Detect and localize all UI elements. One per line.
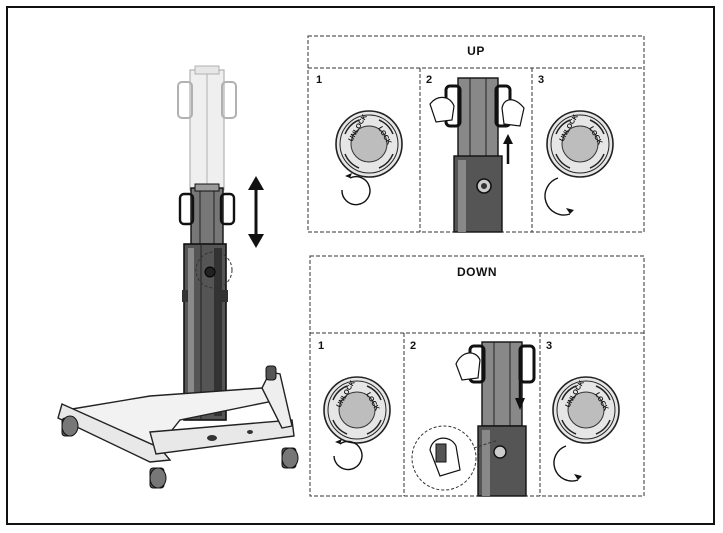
knob-callout (195, 251, 233, 289)
down-step-2-number: 2 (410, 340, 417, 352)
up-step-1-number: 1 (316, 74, 323, 86)
up-step1-knob (335, 109, 403, 178)
up-arrow-icon (503, 134, 513, 144)
up-step-2-number: 2 (426, 74, 433, 86)
up-step1-rotate-ccw-icon (341, 175, 371, 206)
up-step2-illustration (429, 77, 525, 233)
up-panel-title: UP (467, 44, 485, 58)
up-step3-rotate-cw-icon (544, 177, 571, 216)
up-step-3-number: 3 (538, 74, 545, 86)
down-panel-title: DOWN (457, 265, 497, 279)
extended-column-ghost (177, 65, 237, 191)
upper-column (178, 183, 236, 247)
down-step-1-number: 1 (318, 340, 325, 352)
tv-stand-illustration (57, 65, 299, 489)
down-step3-rotate-cw-icon (553, 445, 579, 482)
stand-base (57, 365, 299, 489)
down-step1-rotate-ccw-icon (333, 440, 363, 471)
down-step2-illustration (411, 341, 536, 497)
down-step-3-number: 3 (546, 340, 553, 352)
down-arrow-icon (515, 398, 525, 410)
down-step3-knob (552, 375, 620, 444)
up-panel (307, 35, 645, 233)
up-step3-knob (546, 109, 614, 178)
down-panel (309, 255, 645, 497)
up-down-arrow (248, 176, 264, 248)
down-step1-knob (323, 375, 391, 444)
